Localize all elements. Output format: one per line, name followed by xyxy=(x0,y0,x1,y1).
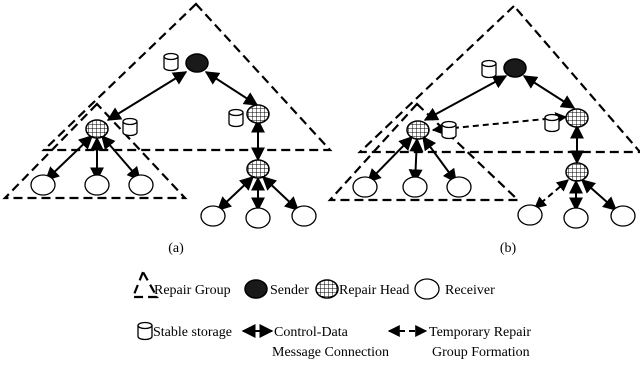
storage-body xyxy=(441,124,457,140)
stable-storage-sender-b xyxy=(481,59,497,79)
repair-head-right-b xyxy=(565,108,589,128)
receiver-5-b xyxy=(563,207,589,229)
repair-head-lower-b xyxy=(565,162,589,182)
connection-left-head-to-receiver-3-b xyxy=(422,135,457,184)
stable-storage-left-a xyxy=(122,117,138,137)
stable-storage-right-b xyxy=(544,113,560,133)
storage-body xyxy=(122,121,138,137)
storage-body xyxy=(163,56,179,72)
legend-receiver-label: Receiver xyxy=(445,283,495,298)
receiver-1-b xyxy=(352,176,378,198)
legend: Repair Group Sender Repair Head Receiver… xyxy=(131,269,531,360)
storage-top xyxy=(122,117,138,126)
connection-left-head-to-receiver-2-b xyxy=(408,137,424,184)
legend-repair-head-label: Repair Head xyxy=(339,283,409,298)
storage-top xyxy=(163,52,179,61)
legend-stable-storage-label: Stable storage xyxy=(153,325,232,340)
receiver-2-b xyxy=(402,176,428,198)
legend-control-data-label-1: Control-Data xyxy=(274,325,349,340)
connection-left-head-to-receiver-3-a xyxy=(101,134,141,182)
receiver-1-a xyxy=(30,174,56,196)
legend-repair-group-label: Repair Group xyxy=(154,283,231,298)
connection-lower-head-to-receiver-6-a xyxy=(261,176,300,211)
repair-head-left-a xyxy=(85,119,109,139)
legend-stable-storage-symbol xyxy=(137,321,153,341)
storage-body xyxy=(481,63,497,79)
diagram-layer xyxy=(2,2,640,229)
legend-sender-label: Sender xyxy=(270,283,309,298)
connection-sender-to-left-head-a xyxy=(106,71,188,121)
receiver-4-b xyxy=(517,204,543,226)
stable-storage-sender-a xyxy=(163,52,179,72)
receiver-3-a xyxy=(128,174,154,196)
stable-storage-right-a xyxy=(228,108,244,128)
legend-sender-symbol xyxy=(244,279,268,299)
receiver-3-b xyxy=(446,176,472,198)
repair-head-right-a xyxy=(246,104,270,124)
sender-node-b xyxy=(503,58,527,78)
connection-sender-to-right-head-b xyxy=(522,75,576,109)
receiver-5-a xyxy=(245,207,271,229)
panel-a xyxy=(2,2,333,229)
connection-sender-to-left-head-b xyxy=(423,75,508,121)
storage-top xyxy=(441,120,457,129)
connection-lower-head-to-receiver-6-b xyxy=(580,179,618,211)
connection-left-head-to-receiver-1-a xyxy=(44,135,94,181)
repair-head-left-b xyxy=(406,120,430,140)
legend-receiver-symbol xyxy=(414,278,440,300)
storage-body xyxy=(137,325,153,341)
legend-control-data-label-2: Message Connection xyxy=(272,345,389,360)
legend-temporary-label-2: Group Formation xyxy=(432,345,530,360)
storage-body xyxy=(228,112,244,128)
caption-b: (b) xyxy=(500,241,517,256)
storage-top xyxy=(137,321,153,330)
temporary-connection-lower-head-to-receiver-4-b xyxy=(534,179,569,209)
connection-sender-to-right-head-a xyxy=(204,71,259,106)
storage-top xyxy=(481,59,497,68)
repair-head-lower-a xyxy=(246,159,270,179)
caption-a: (a) xyxy=(168,241,184,256)
legend-temporary-label-1: Temporary Repair xyxy=(429,325,531,340)
receiver-2-a xyxy=(84,174,110,196)
sender-node-a xyxy=(185,53,209,73)
legend-repair-head-symbol xyxy=(315,279,339,299)
panel-b xyxy=(327,4,640,229)
receiver-4-a xyxy=(200,205,226,227)
receiver-6-a xyxy=(291,205,317,227)
storage-body xyxy=(544,117,560,133)
connection-left-head-to-receiver-1-b xyxy=(367,135,413,184)
receiver-6-b xyxy=(610,205,636,227)
storage-top xyxy=(544,113,560,122)
connection-lower-head-to-receiver-4-a xyxy=(216,176,255,211)
stable-storage-left-b xyxy=(441,120,457,140)
storage-top xyxy=(228,108,244,117)
